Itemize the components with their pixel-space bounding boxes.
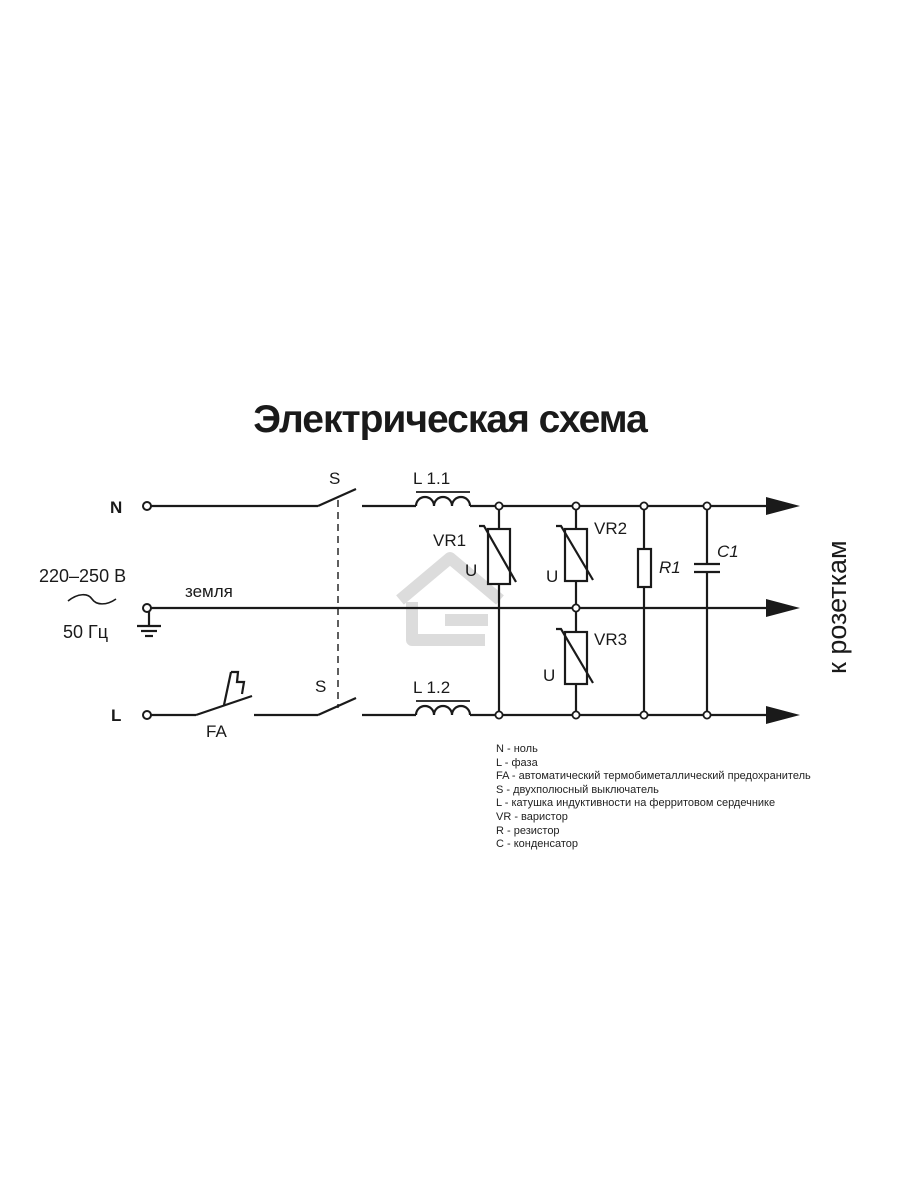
junction-dot bbox=[494, 501, 504, 511]
legend-item: L - фаза bbox=[496, 756, 538, 769]
junction-dot bbox=[494, 710, 504, 720]
legend-item: S - двухполюсный выключатель bbox=[496, 783, 659, 796]
varistor3-label: VR3 bbox=[594, 630, 627, 649]
junction-dot bbox=[639, 710, 649, 720]
legend-item: R - резистор bbox=[496, 824, 560, 837]
output-label: к розеткам bbox=[822, 540, 852, 674]
varistor2-u-label: U bbox=[546, 567, 558, 586]
terminal-l bbox=[142, 710, 152, 720]
switch-s-top-blade bbox=[317, 487, 357, 508]
terminal-n bbox=[142, 501, 152, 511]
arrow-right-icon bbox=[766, 706, 800, 724]
breaker-fa-thermal-icon bbox=[222, 670, 246, 706]
terminal-l-label: L bbox=[111, 706, 121, 725]
vr1-nonlinear-mark bbox=[479, 524, 517, 583]
ground-label: земля bbox=[185, 582, 233, 601]
switch-bottom-label: S bbox=[315, 677, 326, 696]
arrow-right-icon bbox=[766, 599, 800, 617]
vr2-nonlinear-mark bbox=[556, 524, 594, 581]
watermark-house-icon bbox=[396, 552, 504, 646]
junction-dot bbox=[702, 710, 712, 720]
varistor1-u-label: U bbox=[465, 561, 477, 580]
breaker-fa-blade bbox=[195, 694, 253, 717]
inductor-l11 bbox=[414, 495, 472, 507]
arrow-right-icon bbox=[766, 497, 800, 515]
legend-item: VR - варистор bbox=[496, 810, 568, 823]
resistor-label: R1 bbox=[659, 558, 681, 577]
varistor3-u-label: U bbox=[543, 666, 555, 685]
junction-dot bbox=[639, 501, 649, 511]
switch-s-bottom-blade bbox=[317, 696, 357, 717]
varistor1-label: VR1 bbox=[433, 531, 466, 550]
terminal-ground bbox=[142, 603, 152, 613]
varistor2-label: VR2 bbox=[594, 519, 627, 538]
legend-item: N - ноль bbox=[496, 743, 538, 755]
legend-item: C - конденсатор bbox=[496, 838, 578, 851]
ac-tilde-icon bbox=[67, 593, 117, 605]
supply-frequency-label: 50 Гц bbox=[63, 622, 108, 642]
junction-dot bbox=[571, 603, 581, 613]
switch-top-label: S bbox=[329, 469, 340, 488]
vr3-nonlinear-mark bbox=[556, 627, 594, 684]
junction-dot bbox=[702, 501, 712, 511]
junction-dot bbox=[571, 501, 581, 511]
inductor-top-label: L 1.1 bbox=[413, 469, 450, 488]
inductor-l12 bbox=[414, 704, 472, 716]
resistor-r1 bbox=[636, 547, 653, 589]
terminal-n-label: N bbox=[110, 498, 122, 517]
legend: N - ноль L - фаза FA - автоматический те… bbox=[496, 743, 811, 852]
junction-dot bbox=[571, 710, 581, 720]
legend-item: FA - автоматический термобиметаллический… bbox=[496, 770, 811, 783]
inductor-bottom-label: L 1.2 bbox=[413, 678, 450, 697]
breaker-label: FA bbox=[206, 722, 227, 741]
capacitor-label: C1 bbox=[717, 542, 739, 561]
diagram-title: Электрическая схема bbox=[253, 398, 648, 441]
legend-item: L - катушка индуктивности на ферритовом … bbox=[496, 797, 776, 810]
supply-voltage-label: 220–250 В bbox=[39, 566, 126, 586]
